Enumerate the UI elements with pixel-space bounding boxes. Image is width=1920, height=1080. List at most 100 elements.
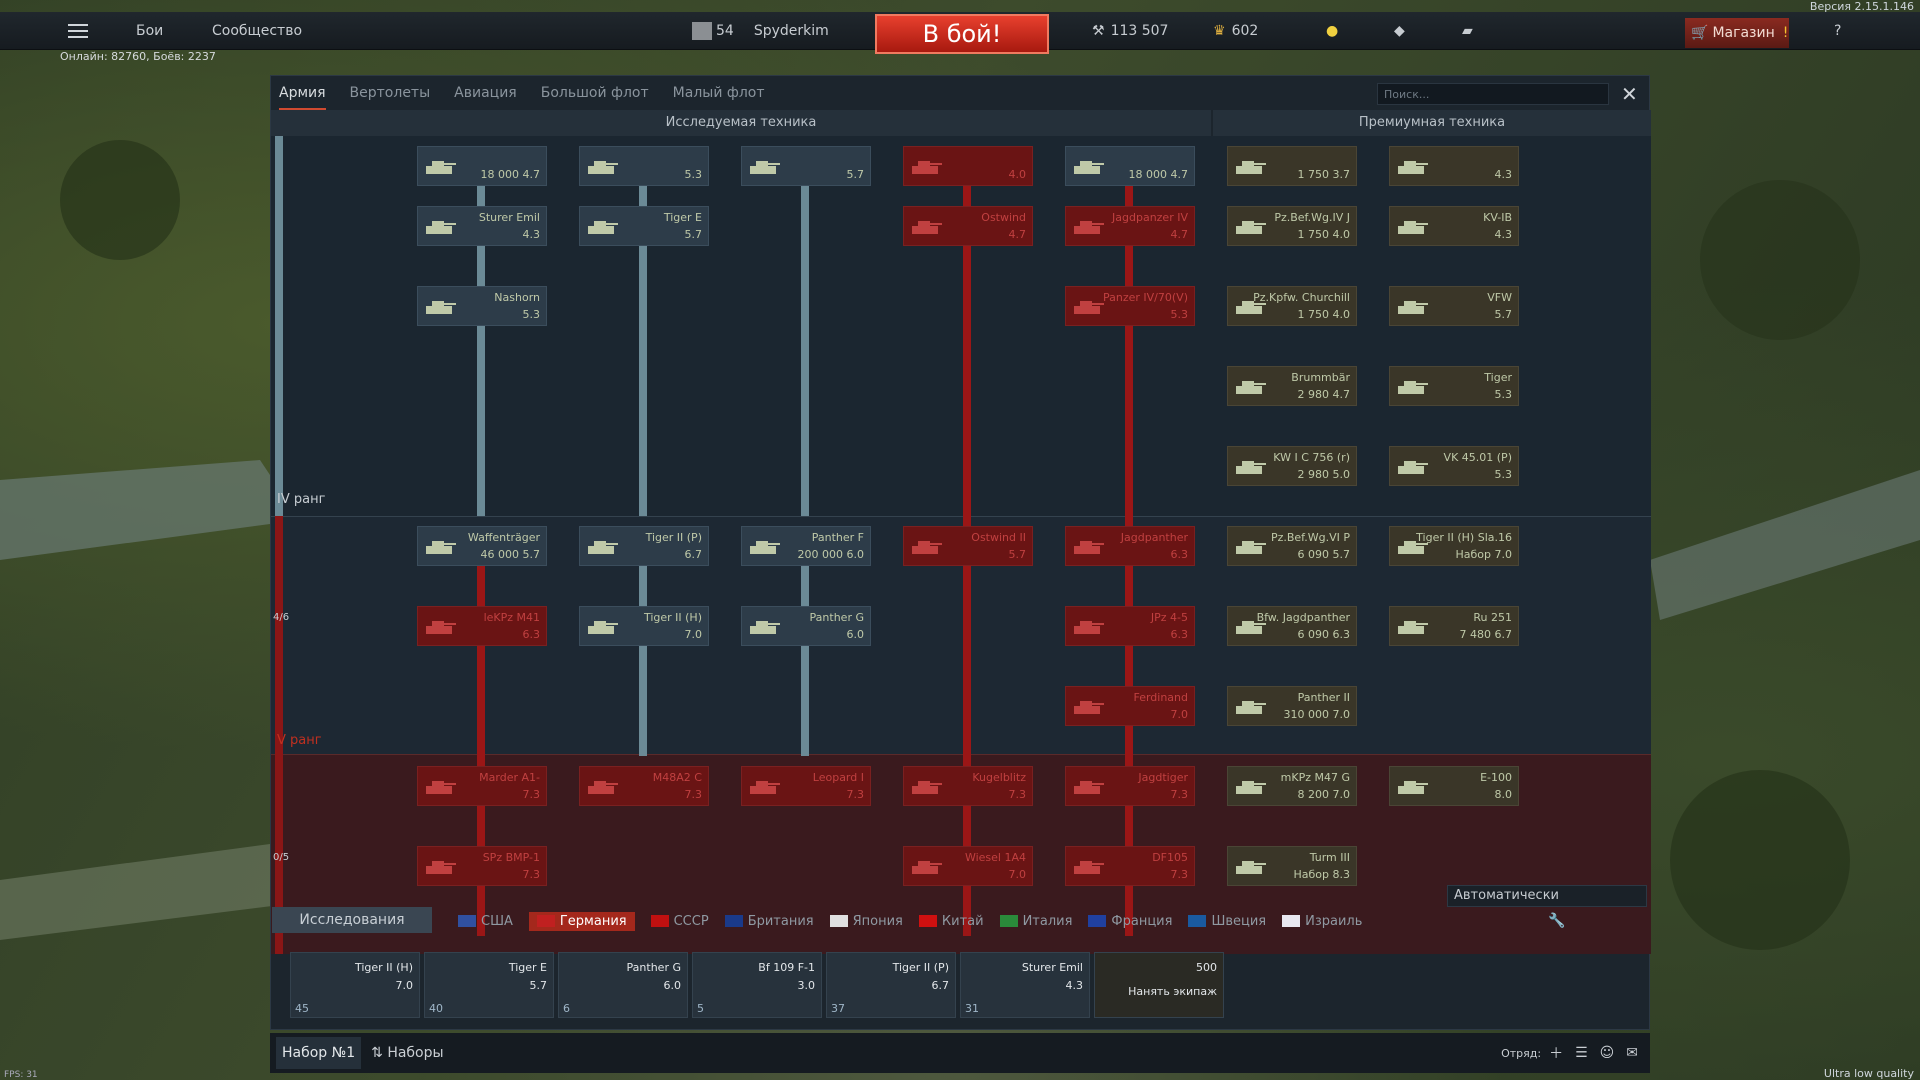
nation-tab[interactable]: Швеция xyxy=(1188,914,1266,929)
nation-tab[interactable]: США xyxy=(458,914,513,929)
premium-vehicle-card[interactable]: 1 750 3.7 xyxy=(1227,146,1357,186)
close-icon[interactable]: ✕ xyxy=(1621,82,1638,106)
nation-tab[interactable]: Китай xyxy=(918,914,984,929)
nation-tab[interactable]: Италия xyxy=(999,913,1073,929)
vehicle-card[interactable]: 18 000 4.7 xyxy=(1065,146,1195,186)
help-icon[interactable]: ? xyxy=(1834,23,1842,39)
tab-bluewater-fleet[interactable]: Большой флот xyxy=(540,85,649,101)
nation-tab[interactable]: Израиль xyxy=(1282,914,1362,929)
vehicle-stats: 5.3 xyxy=(1494,468,1513,481)
vehicle-stats: 6.0 xyxy=(846,628,865,641)
vehicle-card[interactable]: Tiger II (P)6.7 xyxy=(579,526,709,566)
mail-icon[interactable]: ✉ xyxy=(1626,1045,1638,1061)
vehicle-name: Panther F xyxy=(811,531,864,544)
nation-tab[interactable]: Япония xyxy=(829,914,903,929)
ticket-icon[interactable]: ▰ xyxy=(1462,23,1473,39)
contacts-icon[interactable]: ☺ xyxy=(1599,1045,1615,1061)
diamond-icon[interactable]: ◆ xyxy=(1394,23,1405,39)
search-input[interactable]: Поиск... xyxy=(1377,83,1609,105)
shop-button[interactable]: 🛒Магазин! xyxy=(1685,18,1789,48)
premium-vehicle-card[interactable]: KW I C 756 (r)2 980 5.0 xyxy=(1227,446,1357,486)
vehicle-card[interactable]: 4.0 xyxy=(903,146,1033,186)
hire-crew-slot[interactable]: 500 Нанять экипаж xyxy=(1094,952,1224,1018)
premium-vehicle-card[interactable]: VK 45.01 (P)5.3 xyxy=(1389,446,1519,486)
vehicle-card[interactable]: 18 000 4.7 xyxy=(417,146,547,186)
tab-aviation[interactable]: Авиация xyxy=(454,85,517,101)
vehicle-card[interactable]: 5.7 xyxy=(741,146,871,186)
tab-helicopters[interactable]: Вертолеты xyxy=(349,85,431,101)
add-squad-icon[interactable]: ＋ xyxy=(1549,1046,1564,1062)
nation-tab[interactable]: Франция xyxy=(1088,914,1172,929)
wrench-icon[interactable]: 🔧 xyxy=(1548,913,1566,929)
autoselect-dropdown[interactable]: Автоматически xyxy=(1447,885,1647,907)
lightbulb-icon[interactable]: ● xyxy=(1326,23,1339,39)
research-toggle-button[interactable]: Исследования xyxy=(272,907,432,933)
vehicle-name: KW I C 756 (r) xyxy=(1273,451,1350,464)
tab-coastal-fleet[interactable]: Малый флот xyxy=(672,85,765,101)
premium-vehicle-card[interactable]: 4.3 xyxy=(1389,146,1519,186)
menu-community[interactable]: Сообщество xyxy=(212,23,303,39)
preset-name[interactable]: Набор №1 xyxy=(276,1037,362,1069)
menu-battles[interactable]: Бои xyxy=(136,23,164,39)
profile-icon[interactable] xyxy=(692,22,712,40)
vehicle-card[interactable]: Panzer IV/70(V)5.3 xyxy=(1065,286,1195,326)
to-battle-button[interactable]: В бой! xyxy=(875,14,1049,54)
vehicle-name: leKPz M41 xyxy=(483,611,540,624)
player-nickname[interactable]: Spyderkim xyxy=(753,23,829,39)
nation-tab[interactable]: Германия xyxy=(528,911,635,931)
vehicle-card[interactable]: Marder A1-7.3 xyxy=(417,766,547,806)
tank-icon xyxy=(1236,161,1266,174)
vehicle-card[interactable]: Tiger II (H)7.0 xyxy=(579,606,709,646)
nation-tab[interactable]: Британия xyxy=(724,914,814,929)
nation-tab[interactable]: СССР xyxy=(650,914,709,929)
tab-army[interactable]: Армия xyxy=(279,76,326,110)
nation-label: Италия xyxy=(1022,913,1073,929)
vehicle-card[interactable]: 5.3 xyxy=(579,146,709,186)
presets-button[interactable]: ⇅ Наборы xyxy=(371,1045,443,1061)
crew-level: 31 xyxy=(965,1002,979,1015)
list-icon[interactable]: ☰ xyxy=(1575,1045,1588,1061)
menu-icon[interactable] xyxy=(68,12,88,50)
